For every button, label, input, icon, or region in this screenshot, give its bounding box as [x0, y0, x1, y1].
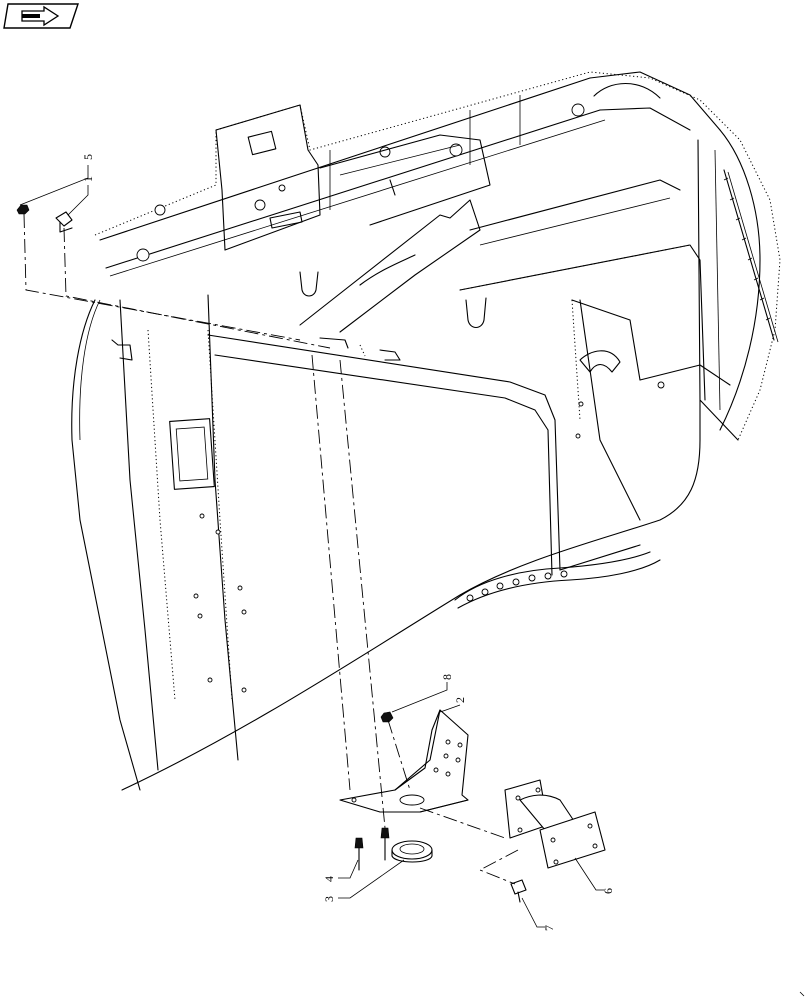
- callout-2: 2: [453, 697, 467, 703]
- callout-7: 7: [542, 925, 556, 931]
- mounting-bracket-part: [339, 709, 469, 813]
- header-frame-assembly: [71, 71, 781, 791]
- arrow-right-icon[interactable]: [3, 3, 79, 29]
- callout-3: 3: [322, 896, 336, 902]
- callout-labels: 5 1 8 2 4 3 6 7: [81, 154, 615, 931]
- bolt-part: [354, 837, 364, 871]
- callout-leaders: [19, 165, 604, 928]
- clip-part: [55, 211, 73, 233]
- callout-6: 6: [601, 888, 615, 894]
- bolt-part-2: [380, 827, 390, 861]
- nut-part-8: [380, 711, 394, 723]
- nut-part: [16, 204, 30, 215]
- callout-4: 4: [322, 876, 336, 882]
- assembly-guide-lines: [23, 213, 519, 885]
- callout-5: 5: [81, 154, 95, 160]
- callout-8: 8: [440, 674, 454, 680]
- mirror-arm-part: [504, 779, 606, 869]
- callout-1: 1: [81, 176, 95, 182]
- grommet-part: [391, 840, 433, 863]
